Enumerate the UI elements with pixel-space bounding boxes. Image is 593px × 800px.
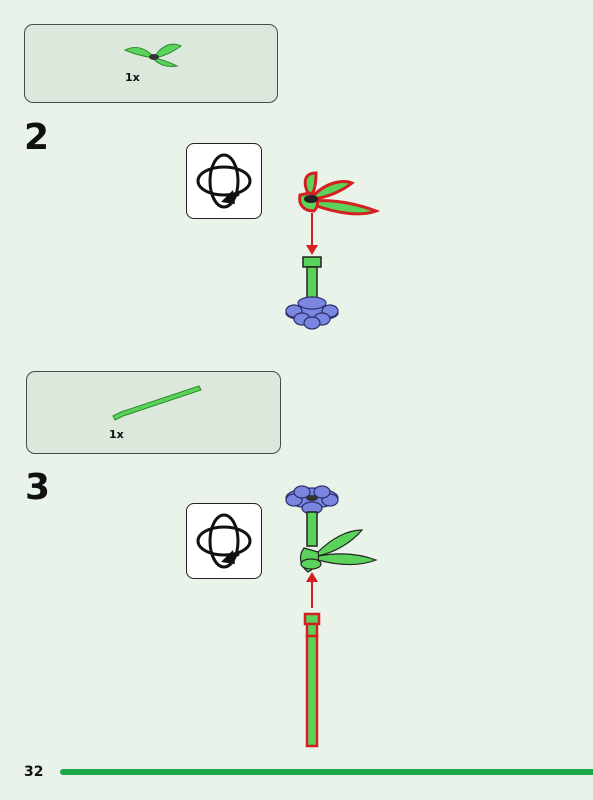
footer-bar: [60, 769, 593, 775]
green-bar-image: [112, 385, 202, 421]
parts-callout-step-2: 1x: [24, 24, 278, 103]
rotate-arrows-icon: [196, 513, 252, 569]
page-number: 32: [24, 764, 44, 780]
leaf-piece-image: [123, 43, 182, 67]
rotate-model-icon: [186, 503, 262, 579]
rotate-arrows-icon: [196, 153, 252, 209]
rotate-model-icon: [186, 143, 262, 219]
step-2-assembly-illustration: [285, 171, 381, 330]
part-quantity: 1x: [109, 428, 124, 441]
step-3-assembly-illustration: [285, 485, 378, 748]
part-quantity: 1x: [125, 71, 140, 84]
step-number: 3: [25, 467, 51, 508]
parts-callout-step-3: 1x: [26, 371, 281, 454]
step-number: 2: [24, 117, 50, 158]
